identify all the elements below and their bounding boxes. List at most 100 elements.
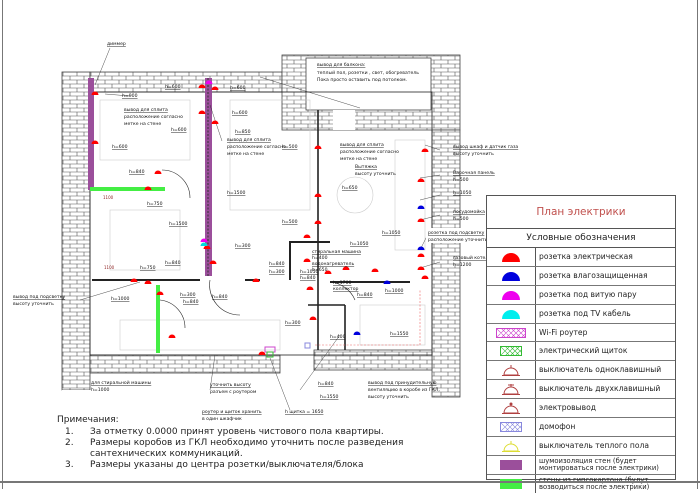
legend-row: розетка под TV кабель bbox=[487, 304, 675, 324]
socket-icon bbox=[342, 266, 350, 270]
socket-icon bbox=[417, 178, 425, 182]
plan-label: диммер bbox=[107, 42, 126, 47]
furniture-outlines bbox=[99, 99, 426, 351]
electrical-outlet-icon bbox=[487, 399, 536, 418]
plan-label: h=1050 bbox=[453, 190, 472, 196]
plan-label: коллектор bbox=[333, 287, 359, 292]
plan-label: расположение согласно bbox=[227, 145, 286, 150]
plan-label: h=1700 bbox=[333, 280, 352, 286]
soundproofing-icon bbox=[487, 455, 536, 474]
legend-label: домофон bbox=[539, 421, 576, 431]
legend-row: шумоизоляция стен (будет монтироваться п… bbox=[487, 455, 675, 475]
socket-icon bbox=[421, 275, 429, 279]
intercom-icon bbox=[487, 418, 536, 436]
plan-label: h=1500 bbox=[227, 190, 246, 196]
plan-label: h=840 bbox=[212, 294, 228, 300]
plan-label: h=400 bbox=[330, 334, 346, 340]
plan-label: h=650 bbox=[312, 267, 328, 273]
socket-icon bbox=[309, 316, 317, 320]
socket-icon bbox=[209, 260, 217, 264]
legend-row: выключатель двухклавишный bbox=[487, 380, 675, 400]
sheet-border-left bbox=[2, 0, 3, 489]
notes: Примечания: 1.За отметку 0.0000 принят у… bbox=[57, 415, 477, 471]
socket-magenta-icon bbox=[487, 285, 536, 304]
socket-icon bbox=[421, 148, 429, 152]
socket-icon bbox=[144, 186, 152, 190]
legend-label: электрический щиток bbox=[539, 346, 628, 356]
legend-title: План электрики bbox=[487, 196, 675, 229]
plan-label: метке на стене bbox=[340, 157, 377, 162]
plan-label: расположение согласно bbox=[124, 115, 183, 120]
plan-label: h=500 bbox=[453, 177, 469, 183]
plan-label: h=400 bbox=[312, 255, 328, 261]
plan-label: газовый котел bbox=[453, 254, 488, 261]
wifi-router-icon bbox=[487, 323, 536, 342]
ventilation-route bbox=[315, 290, 421, 346]
socket-icon bbox=[314, 220, 322, 224]
plan-label: высоту уточнить bbox=[355, 172, 396, 177]
legend-row: выключатель одноклавишный bbox=[487, 361, 675, 381]
socket-icon bbox=[383, 280, 391, 284]
plan-label: h=600 bbox=[230, 85, 246, 91]
legend-label: выключатель двухклавишный bbox=[539, 384, 661, 394]
socket-blue-icon bbox=[487, 266, 536, 285]
note-item: 2.Размеры коробов из ГКЛ необходимо уточ… bbox=[65, 438, 477, 460]
intercom-icon bbox=[304, 342, 311, 349]
plan-label: высоту уточнить bbox=[13, 302, 54, 307]
switch-double-icon bbox=[487, 380, 536, 399]
plan-label: h=1000 bbox=[91, 387, 110, 393]
electrical-panel-icon bbox=[266, 351, 274, 358]
socket-icon bbox=[203, 245, 211, 249]
plan-label: вывод под подсветку bbox=[13, 295, 65, 300]
legend-label: выключатель одноклавишный bbox=[539, 365, 662, 375]
legend-row: розетка электрическая bbox=[487, 248, 675, 267]
plan-label: h=1000 bbox=[111, 296, 130, 302]
plan-label: расположение согласно bbox=[340, 150, 399, 155]
socket-icon bbox=[258, 351, 266, 355]
note-number: 3. bbox=[65, 460, 74, 470]
note-item: 1.За отметку 0.0000 принят уровень чисто… bbox=[65, 427, 477, 438]
plan-label: теплый пол, розетки , свет, обогреватель bbox=[317, 69, 419, 76]
plan-label: разъем с роутером bbox=[210, 390, 257, 395]
plan-label: вывод для сплита bbox=[124, 108, 168, 113]
plan-label: вентиляцию в коробе из ГКЛ, bbox=[368, 387, 440, 393]
plan-label: h=600 bbox=[165, 84, 181, 90]
plan-label: h=1200 bbox=[453, 262, 472, 268]
socket-icon bbox=[417, 246, 425, 250]
plan-label: посудомойка bbox=[453, 208, 485, 215]
socket-icon bbox=[417, 218, 425, 222]
plan-label: высоту уточнить bbox=[453, 152, 494, 157]
plan-labels: диммер h=900 вывод для сплита расположен… bbox=[13, 42, 518, 422]
legend-label: розетка под TV кабель bbox=[539, 308, 631, 318]
plan-label: метке на стене bbox=[227, 152, 264, 157]
exterior-brick-walls bbox=[61, 54, 461, 398]
legend-label: розетка под витую пару bbox=[539, 289, 637, 299]
socket-icon bbox=[303, 234, 311, 238]
plan-label: h=1050 bbox=[300, 269, 319, 275]
legend-table: План электрики Условные обозначения розе… bbox=[486, 195, 676, 493]
plan-label: h=600 bbox=[232, 110, 248, 116]
plan-label: в один шкафчик bbox=[202, 416, 242, 422]
floor-heating-switch-icon bbox=[487, 436, 536, 455]
socket-red-icon bbox=[487, 248, 536, 266]
socket-icon bbox=[211, 120, 219, 124]
socket-icon bbox=[353, 331, 361, 335]
legend-row: стены из гипсокартона (будут возводиться… bbox=[487, 474, 675, 493]
legend-label: стены из гипсокартона (будут возводиться… bbox=[539, 475, 650, 491]
plan-label: h=300 bbox=[235, 243, 251, 249]
note-number: 1. bbox=[65, 427, 74, 437]
socket-icon bbox=[91, 140, 99, 144]
socket-icon bbox=[144, 280, 152, 284]
legend-label: выключатель теплого пола bbox=[539, 440, 650, 450]
legend-subtitle: Условные обозначения bbox=[487, 229, 675, 248]
plan-label: h=1050 bbox=[382, 230, 401, 236]
socket-icon bbox=[314, 193, 322, 197]
socket-icon bbox=[417, 253, 425, 257]
legend-row: выключатель теплого пола bbox=[487, 436, 675, 456]
sheet-bottom-line bbox=[0, 481, 700, 483]
wifi-router-icon bbox=[264, 346, 276, 353]
note-text: Размеры коробов из ГКЛ необходимо уточни… bbox=[90, 438, 404, 459]
plan-label: розетка под подсветку bbox=[428, 231, 485, 236]
plan-label: h=840 bbox=[183, 299, 199, 305]
